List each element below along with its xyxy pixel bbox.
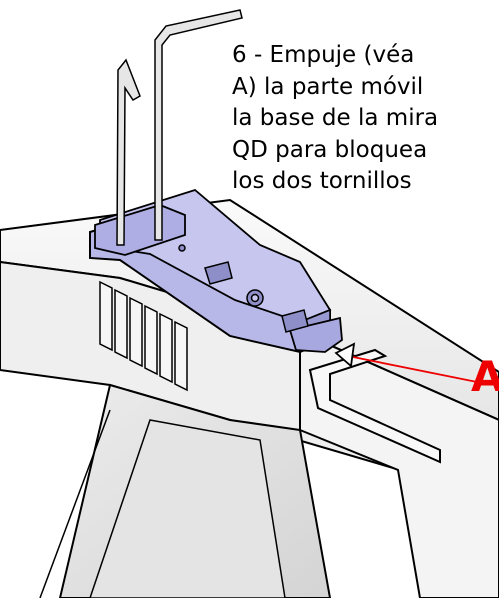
instruction-line-4: QD para bloquea xyxy=(232,136,428,163)
instruction-line-1: 6 - Empuje (véa xyxy=(232,42,415,68)
instruction-line-3: la base de la mira xyxy=(232,105,439,131)
hex-key-left xyxy=(116,58,141,246)
instruction-line-5: los dos tornillos xyxy=(232,168,412,194)
callout-arrow-line xyxy=(347,355,478,383)
mount-screw-holes xyxy=(148,228,309,333)
grip-edge-line xyxy=(39,409,111,598)
callout-label: A xyxy=(471,352,499,401)
grip-panel xyxy=(89,419,286,598)
callout-arrowhead xyxy=(334,342,356,368)
dovetail-slot xyxy=(308,348,441,464)
qd-lever xyxy=(288,316,343,353)
rear-serrations xyxy=(99,280,188,392)
hex-key-right xyxy=(154,9,243,241)
instruction-text: 6 - Empuje (véa A) la parte móvil la bas… xyxy=(232,40,499,198)
instruction-line-2: A) la parte móvil xyxy=(232,73,424,100)
